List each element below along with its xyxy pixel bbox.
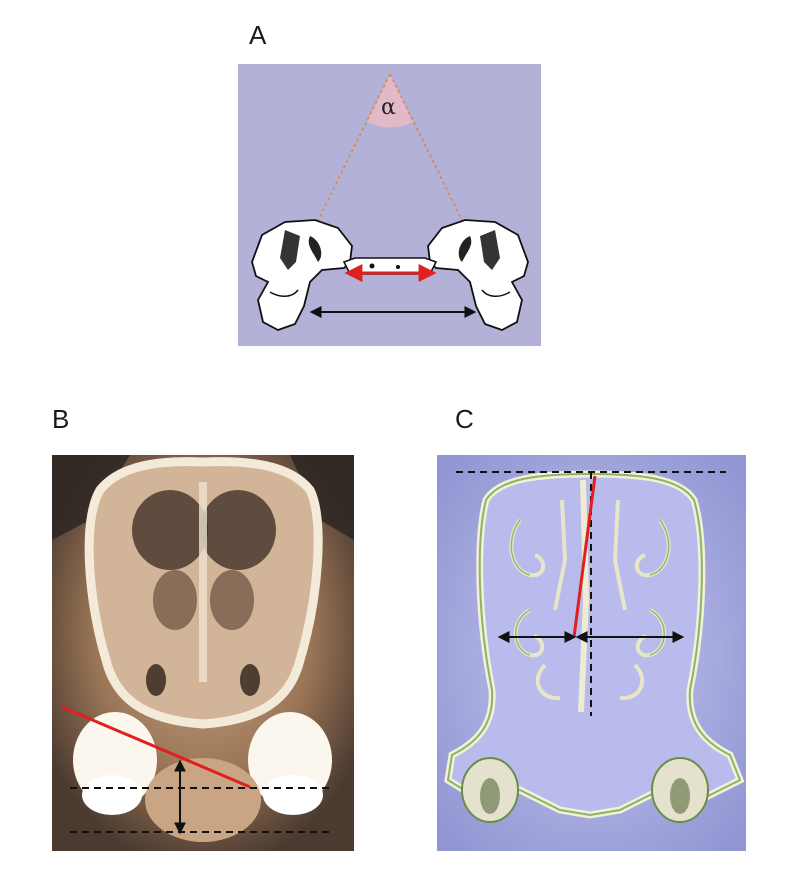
red-tilt-line: [61, 705, 251, 789]
panel-b: [52, 455, 354, 851]
angle-alpha-symbol: α: [381, 95, 396, 120]
bone-left: [251, 219, 353, 331]
red-septum-line: [572, 475, 597, 638]
angle-alpha-wedge: [367, 74, 413, 128]
panel-a-label: A: [249, 20, 267, 50]
septum: [578, 479, 590, 713]
panel-c: [437, 455, 746, 851]
panel-b-label: B: [52, 404, 70, 434]
panel-c-label: C: [455, 404, 474, 434]
bone-right: [427, 219, 529, 331]
panel-a: α: [238, 64, 541, 346]
